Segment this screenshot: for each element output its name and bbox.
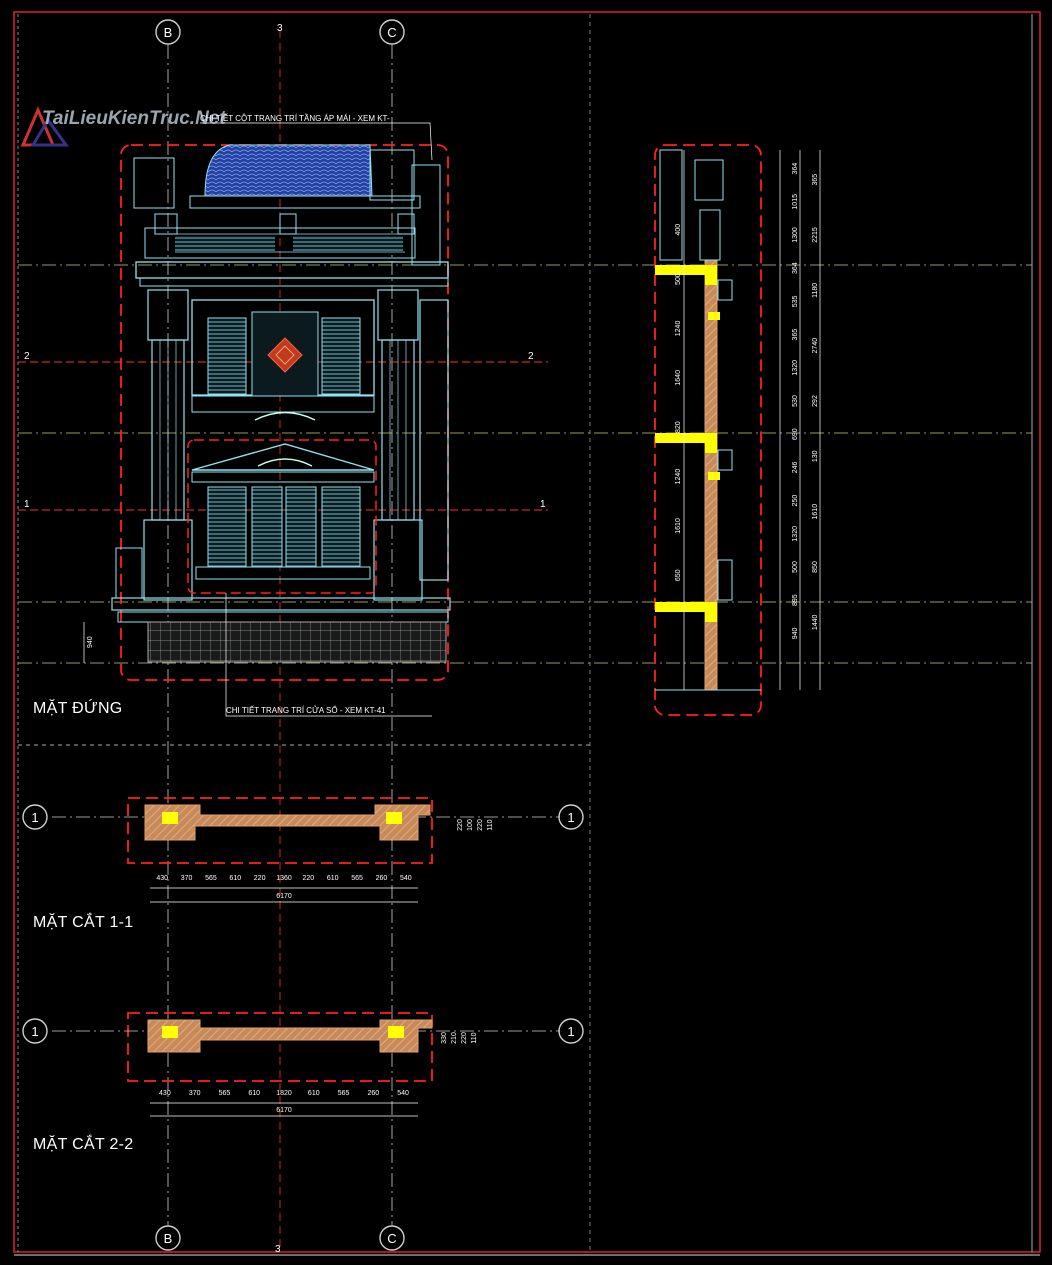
section-mid-dim: 895 [792, 594, 799, 606]
cut-mark-2-right: 2 [528, 351, 534, 362]
plan2-side-dim: 330 [441, 1032, 448, 1044]
section-mid-dim: 500 [792, 561, 799, 573]
section-mid-dim: 535 [792, 295, 799, 307]
section-inner-dim: 400 [675, 224, 682, 236]
plan2-dim-text: 610 [248, 1090, 260, 1097]
plan1-dim-text: 220 [254, 875, 266, 882]
section-right-dim: 130 [812, 450, 819, 462]
sheet-border [13, 11, 1041, 1256]
section-mid-dim: 940 [792, 627, 799, 639]
cut-mark-2-left: 2 [24, 351, 30, 362]
section-mid-dim: 1300 [792, 227, 799, 243]
section-right-dim: 292 [812, 395, 819, 407]
section-mid-dim: 250 [792, 495, 799, 507]
section-inner-dim: 1240 [675, 469, 682, 485]
plan-section-2-2 [52, 1012, 560, 1117]
plan2-side-dim: 220 [461, 1032, 468, 1044]
watermark-logo-icon [18, 100, 73, 155]
elevation-base-dim: 940 [87, 636, 94, 648]
plan2-axis-left: 1 [31, 1024, 38, 1039]
axis-label-top-b: B [164, 25, 173, 40]
plan2-dim-text: 565 [219, 1090, 231, 1097]
plan2-dim-text: 370 [189, 1090, 201, 1097]
level-lines [18, 264, 1032, 664]
section-1-title: MẶT CẮT 1-1 [33, 914, 134, 931]
section-mid-dim: 690 [792, 428, 799, 440]
plan2-side-dim: 110 [471, 1032, 478, 1043]
plan1-dim-text: 540 [400, 875, 412, 882]
plan1-axis-left: 1 [31, 810, 38, 825]
plan1-dim-text: 565 [205, 875, 217, 882]
plan1-dim-text: 220 [303, 875, 315, 882]
plan-section-1-1 [52, 797, 560, 903]
roof-detail-note: CHI TIẾT CỘT TRANG TRÍ TẦNG ÁP MÁI - XEM… [200, 114, 390, 123]
plan1-dim-text: 565 [351, 875, 363, 882]
axis-label-bottom-b: B [164, 1231, 173, 1246]
plan2-dim-text: 430 [159, 1090, 171, 1097]
plan1-dim-text: 610 [327, 875, 339, 882]
axis-number-bottom: 3 [275, 1244, 281, 1255]
section-right-dim: 365 [812, 174, 819, 186]
plan1-side-dim: 110 [487, 819, 494, 830]
section-right-dim: 850 [812, 561, 819, 573]
side-section [654, 144, 821, 716]
leader-lines [83, 122, 433, 717]
plan2-axis-right: 1 [567, 1024, 574, 1039]
plan2-dim-text: 540 [397, 1090, 409, 1097]
plan1-axis-right: 1 [567, 810, 574, 825]
section-right-dim: 2215 [812, 227, 819, 243]
axis-labels: B C B C 3 3 2 2 1 1 1 1 1 1 940 [24, 23, 575, 1255]
plan1-dim-text: 610 [229, 875, 241, 882]
axis-bubbles [22, 19, 584, 1251]
window-detail-note: CHI TIẾT TRANG TRÍ CỬA SỔ - XEM KT-41 [226, 706, 386, 715]
section-mid-dim: 530 [792, 395, 799, 407]
cut-mark-1-left: 1 [24, 499, 30, 510]
plan2-dim-text: 1820 [276, 1090, 292, 1097]
plan2-side-dim: 210 [451, 1032, 458, 1044]
section-mid-dim: 1015 [792, 194, 799, 210]
section-inner-dim: 1610 [675, 518, 682, 534]
plan1-dim-text: 260 [376, 875, 388, 882]
section-right-dim: 2740 [812, 338, 819, 354]
elevation-title: MẶT ĐỨNG [33, 700, 123, 717]
section-mid-dim: 1320 [792, 526, 799, 542]
plan1-total-dim: 6170 [276, 893, 292, 900]
axis-label-top-c: C [387, 25, 396, 40]
section-right-dim: 1180 [812, 283, 819, 298]
section-2-title: MẶT CẮT 2-2 [33, 1136, 134, 1153]
front-elevation [111, 144, 451, 681]
axis-label-bottom-c: C [387, 1231, 396, 1246]
plan1-dim-text: 1360 [276, 875, 292, 882]
plan1-dim-text: 370 [181, 875, 193, 882]
axis-number-top: 3 [277, 23, 283, 34]
plan1-side-dim: 220 [457, 819, 464, 831]
cut-mark-1-right: 1 [540, 499, 546, 510]
section-right-dim: 1440 [812, 614, 819, 630]
section-mid-dim: 365 [792, 329, 799, 341]
section-mid-dim: 364 [792, 262, 799, 274]
section-inner-dim: 500 [675, 273, 682, 285]
section-inner-dim: 1640 [675, 370, 682, 386]
plan1-side-dim: 220 [477, 819, 484, 831]
section-right-dim: 1610 [812, 504, 819, 520]
plan2-dim-text: 260 [367, 1090, 379, 1097]
section-mid-dim: 364 [792, 163, 799, 175]
section-mid-dim: 246 [792, 461, 799, 473]
section-inner-dim: 650 [675, 569, 682, 581]
plan2-dim-text: 565 [338, 1090, 350, 1097]
plan2-total-dim: 6170 [276, 1107, 292, 1114]
section-mid-dim: 1320 [792, 360, 799, 376]
section-inner-dim: 1240 [675, 321, 682, 337]
plan2-dim-text: 610 [308, 1090, 320, 1097]
plan1-dim-text: 430 [156, 875, 168, 882]
watermark-text: TaiLieuKienTruc.Net [42, 108, 226, 129]
section-inner-dim: 820 [675, 421, 682, 433]
plan1-side-dim: 100 [467, 819, 474, 831]
